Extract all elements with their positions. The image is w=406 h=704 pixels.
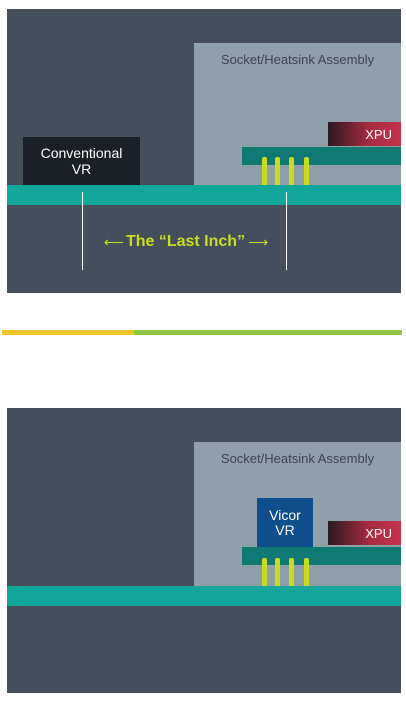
divider-left	[2, 330, 134, 335]
conventional-vr-block: Conventional VR	[23, 137, 140, 185]
vicor-vr-block: Vicor VR	[257, 498, 313, 547]
last-inch-annotation: ⟵ The “Last Inch” ⟶	[84, 232, 287, 252]
vicor-vr-diagram: Socket/Heatsink Assembly Vicor VR XPU	[7, 408, 401, 693]
socket-pin	[289, 157, 294, 195]
socket-pin	[289, 558, 294, 596]
conventional-vr-diagram: Socket/Heatsink Assembly XPU Conventiona…	[7, 9, 401, 293]
xpu-chip: XPU	[328, 122, 401, 146]
motherboard	[7, 185, 401, 205]
divider-right	[134, 330, 402, 335]
left-arrow-icon: ⟵	[103, 233, 124, 250]
motherboard	[7, 586, 401, 606]
socket-pin	[262, 558, 267, 596]
package-substrate	[242, 547, 401, 565]
distance-marker-left	[82, 192, 83, 270]
socket-pin	[275, 157, 280, 195]
xpu-chip: XPU	[328, 521, 401, 545]
last-inch-label: The “Last Inch”	[125, 233, 246, 250]
assembly-label: Socket/Heatsink Assembly	[220, 451, 375, 466]
socket-pin	[304, 157, 309, 195]
package-substrate	[242, 147, 401, 165]
assembly-label: Socket/Heatsink Assembly	[220, 52, 375, 67]
socket-pin	[275, 558, 280, 596]
distance-marker-right	[286, 192, 287, 270]
socket-pin	[262, 157, 267, 195]
socket-pin	[304, 558, 309, 596]
right-arrow-icon: ⟶	[248, 233, 268, 250]
